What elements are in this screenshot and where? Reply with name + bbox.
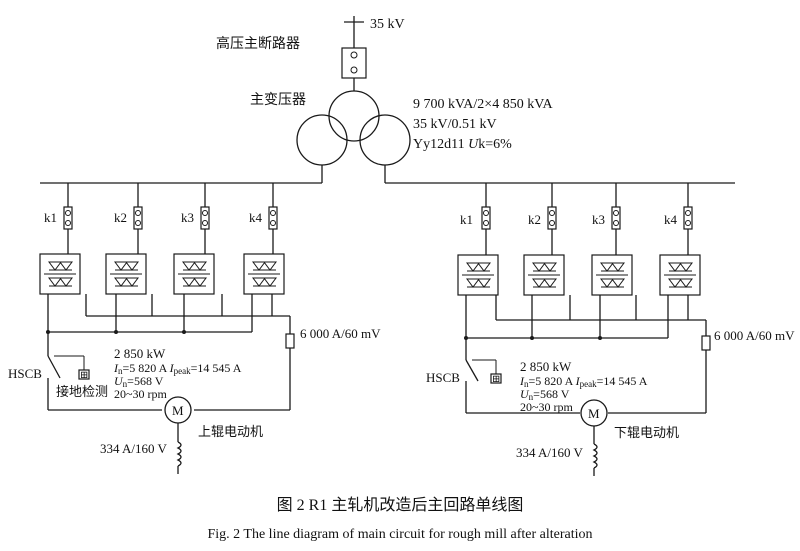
right-speed: 20~30 rpm <box>520 400 573 414</box>
right-motor-symbol: M <box>588 406 600 421</box>
right-switch-k2 <box>547 206 557 230</box>
right-current: In=5 820 A Ipeak=14 545 A <box>519 374 648 389</box>
right-dc-bus <box>464 295 707 340</box>
right-k2-label: k2 <box>528 212 541 227</box>
voltage-35kv-label: 35 kV <box>370 17 405 32</box>
left-converters <box>39 253 285 295</box>
right-k1-label: k1 <box>460 212 473 227</box>
left-thyristor-bridge-1 <box>39 253 81 295</box>
right-thyristor-bridge-2 <box>523 254 565 296</box>
right-k3-label: k3 <box>592 212 605 227</box>
right-thyristor-bridge-4 <box>659 254 701 296</box>
right-k4-label: k4 <box>664 212 678 227</box>
right-hscb: ⊞ <box>465 338 580 414</box>
left-motor-label: 上辊电动机 <box>198 424 263 439</box>
svg-text:⊞: ⊞ <box>80 370 88 381</box>
left-thyristor-bridge-3 <box>173 253 215 295</box>
left-k2-label: k2 <box>114 210 127 225</box>
right-power: 2 850 kW <box>520 359 572 374</box>
left-switch-k1 <box>63 206 73 230</box>
left-k4-label: k4 <box>249 210 263 225</box>
right-switch-k3 <box>611 206 621 230</box>
right-field-label: 334 A/160 V <box>516 445 584 460</box>
right-hscb-label: HSCB <box>426 370 460 385</box>
transformer-spec-2: 35 kV/0.51 kV <box>413 117 497 132</box>
left-field-label: 334 A/160 V <box>100 441 168 456</box>
main-breaker <box>341 47 367 79</box>
left-hscb: ⊞ <box>47 332 162 411</box>
left-current: In=5 820 A Ipeak=14 545 A <box>113 361 242 376</box>
incoming-line <box>344 16 364 48</box>
left-k3-label: k3 <box>181 210 194 225</box>
right-shunt-label: 6 000 A/60 mV <box>714 328 795 343</box>
right-field-winding <box>592 426 598 476</box>
left-hscb-label: HSCB <box>8 366 42 381</box>
ground-detect-label: 接地检测 <box>56 384 108 399</box>
right-thyristor-bridge-1 <box>457 254 499 296</box>
left-switch-k2 <box>133 206 143 230</box>
left-feeders <box>63 183 278 254</box>
right-thyristor-bridge-3 <box>591 254 633 296</box>
transformer-spec-3: Yy12d11 Uk=6% <box>413 137 512 152</box>
svg-text:⊞: ⊞ <box>492 374 500 385</box>
right-switch-k1 <box>481 206 491 230</box>
right-converters <box>457 254 701 296</box>
main-transformer <box>296 90 411 166</box>
right-shunt <box>608 335 711 414</box>
left-power: 2 850 kW <box>114 346 166 361</box>
left-switch-k4 <box>268 206 278 230</box>
right-motor-label: 下辊电动机 <box>614 425 679 440</box>
right-voltage: Un=568 V <box>520 387 570 402</box>
left-dc-bus <box>46 294 291 334</box>
breaker-label: 高压主断路器 <box>216 35 300 52</box>
left-switch-k3 <box>200 206 210 230</box>
transformer-label: 主变压器 <box>250 92 306 108</box>
left-speed: 20~30 rpm <box>114 387 167 401</box>
left-shunt <box>194 333 295 411</box>
right-switch-k4 <box>683 206 693 230</box>
caption-chinese: 图 2 R1 主轧机改造后主回路单线图 <box>277 496 524 514</box>
caption-english: Fig. 2 The line diagram of main circuit … <box>207 527 592 542</box>
left-motor-symbol: M <box>172 403 184 418</box>
right-feeders <box>481 183 693 255</box>
left-voltage: Un=568 V <box>114 374 164 389</box>
left-k1-label: k1 <box>44 210 57 225</box>
left-thyristor-bridge-2 <box>105 253 147 295</box>
left-thyristor-bridge-4 <box>243 253 285 295</box>
left-field-winding <box>176 423 182 474</box>
left-shunt-label: 6 000 A/60 mV <box>300 326 381 341</box>
transformer-spec-1: 9 700 kVA/2×4 850 kVA <box>413 97 554 112</box>
